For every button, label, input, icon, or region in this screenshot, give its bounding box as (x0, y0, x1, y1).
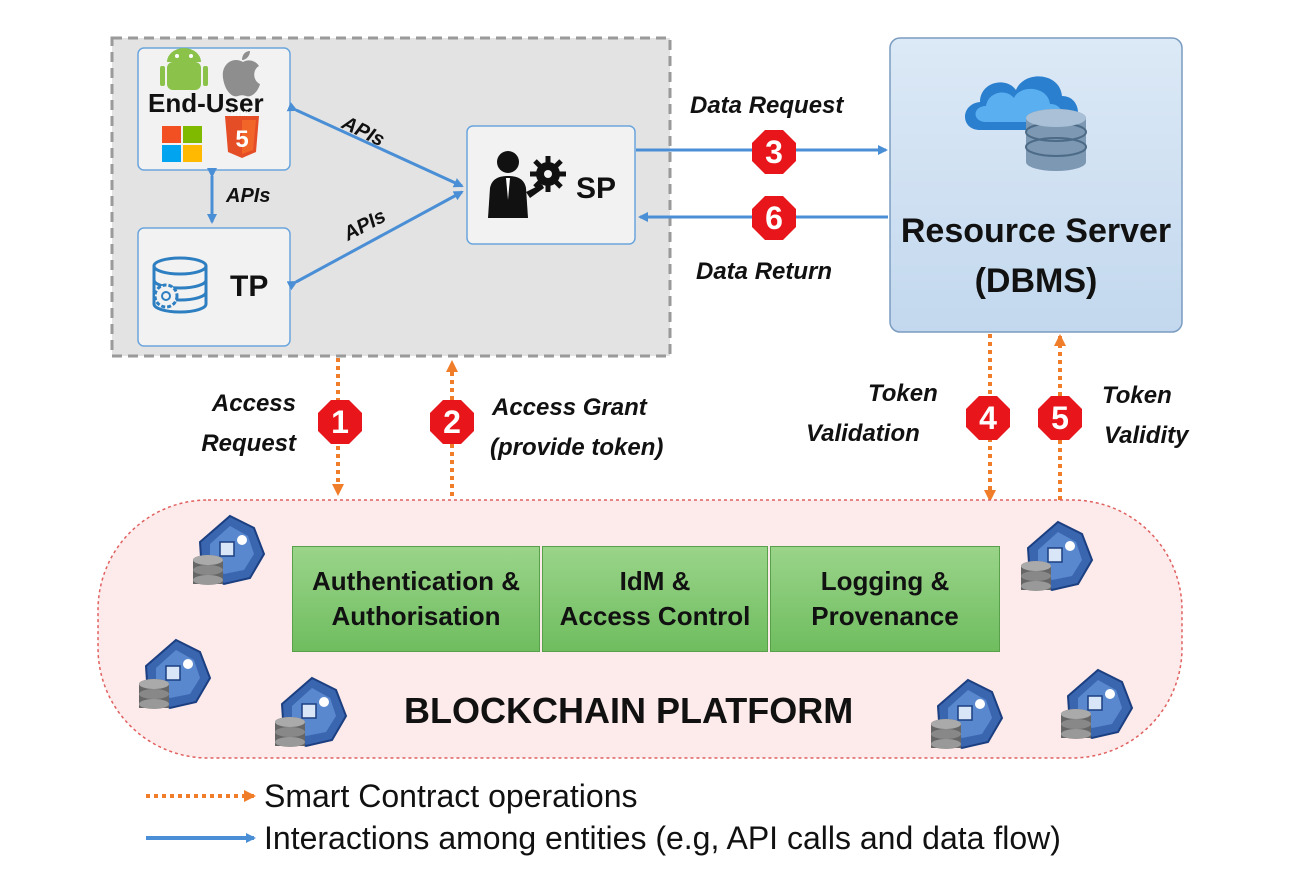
step-number: 2 (443, 403, 461, 440)
blockchain-platform-title: BLOCKCHAIN PLATFORM (404, 690, 854, 731)
apis-tp-sp-arrow (286, 190, 464, 291)
html5-mark-label: HTML (231, 111, 251, 118)
step-badge-6: 6 (752, 196, 796, 240)
database-gear-icon (152, 256, 208, 314)
module-line-1: IdM & (619, 565, 691, 596)
apis-enduser-sp-arrow (286, 102, 464, 188)
module-logging-provenance: Logging & Provenance (770, 546, 1000, 652)
sp-label: SP (576, 172, 617, 205)
module-line-1: Authentication & (312, 565, 520, 596)
access-request-label-2: Request (201, 430, 296, 457)
step-number: 1 (331, 403, 349, 440)
android-icon (160, 48, 208, 90)
resource-server-label: Resource Server (900, 212, 1172, 250)
module-line-1: Logging & (820, 565, 950, 596)
access-grant-label-2: (provide token) (490, 434, 664, 461)
step-number: 4 (979, 399, 997, 436)
step-badge-3: 3 (752, 130, 796, 174)
module-authentication: Authentication & Authorisation (292, 546, 540, 652)
step-badge-2: 2 (430, 400, 474, 444)
access-grant-label-1: Access Grant (492, 394, 647, 421)
module-line-2: Access Control (559, 601, 751, 631)
windows-icon (162, 126, 202, 162)
module-line-2: Authorisation (331, 601, 501, 631)
token-validity-label-2: Validity (1104, 422, 1189, 449)
step-number: 6 (765, 199, 783, 236)
legend-interactions: Interactions among entities (e.g, API ca… (264, 820, 1061, 856)
token-validation-label-1: Token (868, 380, 938, 407)
step-number: 3 (765, 133, 783, 170)
token-validity-label-1: Token (1102, 382, 1172, 409)
module-line-2: Provenance (811, 601, 959, 631)
module-idm-access-control: IdM & Access Control (542, 546, 768, 652)
cloud-database-icon (965, 76, 1087, 171)
access-request-label-1: Access (211, 390, 296, 417)
step-number: 5 (1051, 399, 1069, 436)
resource-server-dbms-label: (DBMS) (974, 262, 1098, 300)
apple-icon (222, 51, 260, 97)
resource-server-box (889, 37, 1183, 333)
tp-label: TP (230, 270, 269, 303)
step-badge-5: 5 (1038, 396, 1082, 440)
data-return-label: Data Return (696, 258, 833, 285)
businessman-gear-icon (488, 151, 566, 218)
legend-smart-contract: Smart Contract operations (264, 778, 638, 814)
end-user-label: End-User (148, 88, 264, 118)
step-badge-1: 1 (318, 400, 362, 444)
data-request-label: Data Request (690, 92, 844, 119)
step-badge-4: 4 (966, 396, 1010, 440)
apis-label-enduser-tp: APIs (226, 185, 271, 207)
token-validation-label-2: Validation (806, 420, 920, 447)
html5-icon: 5 (225, 116, 259, 158)
svg-text:5: 5 (235, 126, 248, 153)
